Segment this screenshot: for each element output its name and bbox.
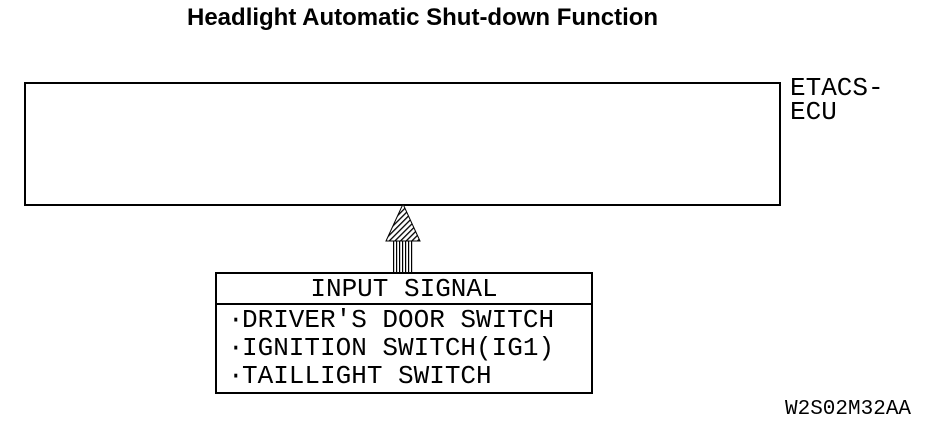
bullet-icon: · <box>228 333 244 363</box>
figure-code: W2S02M32AA <box>785 398 912 421</box>
input-signal-item: · TAILLIGHT SWITCH <box>217 361 591 391</box>
arrow-head <box>385 204 421 242</box>
input-signal-item-label: IGNITION SWITCH(IG1) <box>242 333 555 363</box>
input-signal-item: · DRIVER'S DOOR SWITCH <box>217 305 591 335</box>
arrow-shaft <box>392 240 414 272</box>
input-signal-item-label: DRIVER'S DOOR SWITCH <box>242 305 555 335</box>
up-arrow-icon <box>385 204 421 272</box>
input-signal-header: INPUT SIGNAL <box>217 274 591 305</box>
bullet-icon: · <box>228 361 244 391</box>
etacs-ecu-box <box>24 82 781 206</box>
input-signal-box: INPUT SIGNAL · DRIVER'S DOOR SWITCH · IG… <box>215 272 593 394</box>
input-signal-item-label: TAILLIGHT SWITCH <box>242 361 492 391</box>
input-signal-list: · DRIVER'S DOOR SWITCH · IGNITION SWITCH… <box>217 305 591 391</box>
input-signal-item: · IGNITION SWITCH(IG1) <box>217 333 591 363</box>
bullet-icon: · <box>228 305 244 335</box>
etacs-ecu-label-line2: ECU <box>790 97 837 127</box>
etacs-ecu-label-line1: ETACS- <box>790 73 884 103</box>
etacs-ecu-label: ETACS- ECU <box>790 73 884 127</box>
page-title: Headlight Automatic Shut-down Function <box>187 4 659 31</box>
